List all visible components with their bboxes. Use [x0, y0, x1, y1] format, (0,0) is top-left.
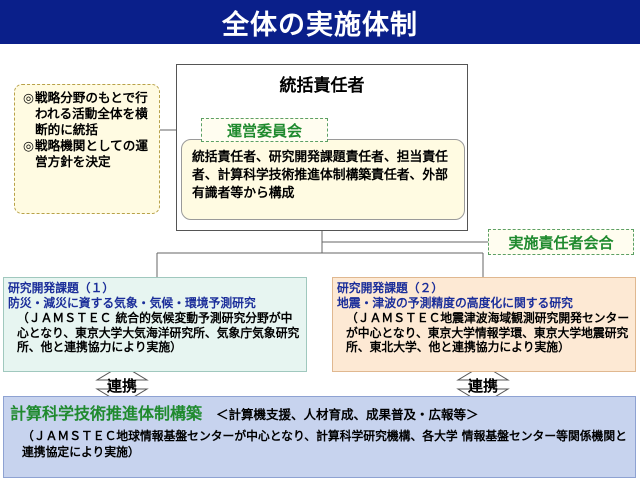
- infrastructure-description: （ＪＡＭＳＴＥＣ地球情報基盤センターが中心となり、計算科学研究機構、各大学 情報…: [22, 429, 627, 459]
- project-2-box: 研究開発課題（２） 地震・津波の予測精度の高度化に関する研究 （ＪＡＭＳＴＥＣ地…: [332, 277, 636, 372]
- supervisor-title: 統括責任者: [279, 76, 365, 96]
- project-1-box: 研究開発課題（１） 防災・減災に資する気象・気候・環境予測研究 （ＪＡＭＳＴＥＣ…: [3, 277, 307, 372]
- committee-label: 運営委員会: [201, 118, 328, 142]
- council-label-text: 実施責任者会合: [508, 233, 614, 252]
- note-text: 戦略分野のもとで行われる活動全体を横断的に統括: [35, 90, 148, 137]
- page-title: 全体の実施体制: [222, 9, 418, 41]
- note-item: ◎ 戦略機関としての運営方針を決定: [23, 138, 155, 170]
- project-2-description: （ＪＡＭＳＴＥＣ地震津波海域観測研究開発センターが中心となり、東京大学情報学環、…: [346, 311, 630, 354]
- title-bar: 全体の実施体制: [0, 0, 640, 44]
- note-text: 戦略機関としての運営方針を決定: [35, 138, 148, 169]
- double-circle-icon: ◎: [23, 90, 34, 105]
- committee-members-text: 統括責任者、研究開発課題責任者、担当責任者、計算科学技術推進体制構築責任者、外部…: [192, 150, 448, 201]
- infrastructure-box: 計算科学技術推進体制構築 ＜計算機支援、人材育成、成果普及・広報等＞ （ＪＡＭＳ…: [3, 396, 636, 478]
- coop-label-right: 連携: [467, 377, 498, 395]
- council-label: 実施責任者会合: [488, 229, 634, 255]
- governance-note: ◎ 戦略分野のもとで行われる活動全体を横断的に統括 ◎ 戦略機関としての運営方針…: [14, 84, 160, 214]
- project-1-description: （ＪＡＭＳＴＥＣ 統合的気候変動予測研究分野が中心となり、東京大学大気海洋研究所…: [17, 311, 300, 354]
- committee-members-box: 統括責任者、研究開発課題責任者、担当責任者、計算科学技術推進体制構築責任者、外部…: [181, 139, 465, 220]
- double-circle-icon: ◎: [23, 138, 34, 153]
- coop-label-left: 連携: [106, 377, 137, 395]
- project-1-heading: 研究開発課題（１）: [8, 281, 115, 295]
- project-1-subheading: 防災・減災に資する気象・気候・環境予測研究: [8, 296, 256, 310]
- infrastructure-subtitle: ＜計算機支援、人材育成、成果普及・広報等＞: [216, 407, 479, 422]
- supervisor-box: 統括責任者 統括責任者、研究開発課題責任者、担当責任者、計算科学技術推進体制構築…: [176, 64, 468, 231]
- infrastructure-title: 計算科学技術推進体制構築: [10, 404, 203, 423]
- project-2-subheading: 地震・津波の予測精度の高度化に関する研究: [337, 296, 573, 310]
- committee-label-text: 運営委員会: [226, 121, 302, 140]
- note-item: ◎ 戦略分野のもとで行われる活動全体を横断的に統括: [23, 90, 155, 138]
- infrastructure-header: 計算科学技術推進体制構築 ＜計算機支援、人材育成、成果普及・広報等＞: [10, 400, 629, 424]
- project-2-heading: 研究開発課題（２）: [337, 281, 444, 295]
